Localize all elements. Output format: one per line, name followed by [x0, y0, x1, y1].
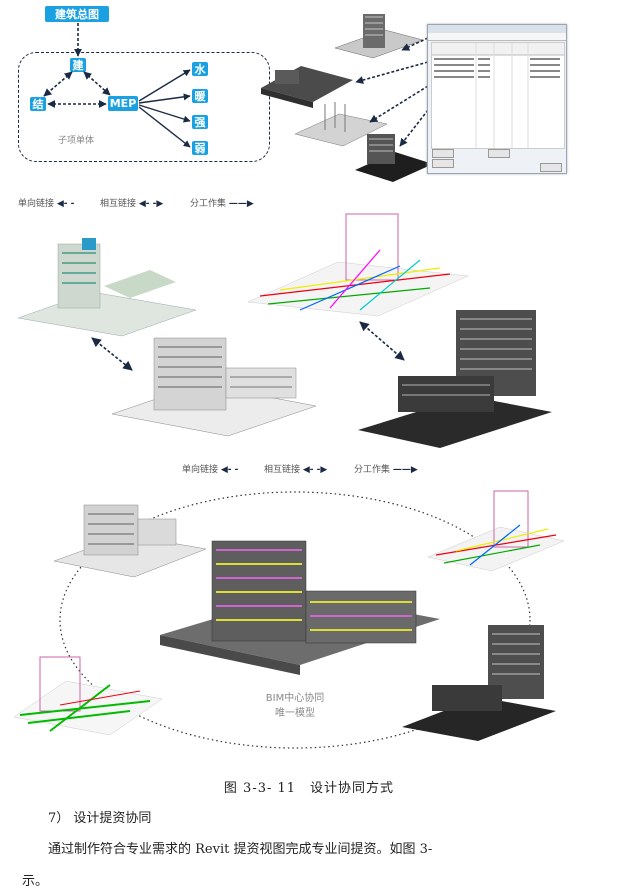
node-architecture: 建 — [70, 58, 86, 72]
body-paragraph: 通过制作符合专业需求的 Revit 提资视图完成专业间提资。如图 3- — [48, 842, 433, 857]
node-building-general-plan: 建筑总图 — [45, 6, 109, 22]
dialog-title-bar — [428, 25, 566, 33]
legend-2-division: 分工作集 ——▶ — [354, 465, 418, 475]
figure-caption: 图 3-3- 11 设计协同方式 — [223, 781, 395, 796]
dialog-tabs — [428, 33, 566, 41]
bim-center-label: BIM中心协同 唯一模型 — [240, 689, 350, 719]
middle-models — [17, 213, 552, 448]
dialog-table-grid — [432, 43, 564, 148]
dialog-ok-button[interactable] — [540, 163, 562, 172]
dialog-table — [431, 42, 565, 149]
legend-division: 分工作集 ——▶ — [190, 199, 254, 209]
legend-mutual: 相互链接 ◀- -▶ — [100, 199, 164, 209]
link-manager-dialog — [427, 24, 567, 174]
legend-one-way: 单向链接 ◀- - — [18, 199, 75, 209]
top-right-models — [261, 14, 433, 182]
legend-2-one-way: 单向链接 ◀- - — [182, 465, 239, 475]
node-water: 水 — [192, 62, 208, 76]
node-weak-current: 弱 — [192, 141, 208, 155]
sub-project-box — [18, 52, 270, 162]
dashed-arrow-icon: ◀- - — [220, 465, 239, 475]
section-heading: 7） 设计提资协同 — [48, 811, 152, 826]
double-dashed-arrow-icon: ◀- -▶ — [138, 199, 164, 209]
bottom-models — [13, 490, 565, 749]
double-dashed-arrow-icon: ◀- -▶ — [302, 465, 328, 475]
dialog-button-c[interactable] — [432, 159, 454, 168]
sub-project-label: 子项单体 — [58, 136, 95, 146]
node-hvac: 暖 — [192, 89, 208, 103]
dialog-button-a[interactable] — [432, 149, 454, 158]
node-structure: 结 — [30, 97, 46, 111]
node-mep: MEP — [108, 96, 138, 111]
node-strong-current: 强 — [192, 115, 208, 129]
dialog-button-b[interactable] — [488, 149, 510, 158]
window-link-arrows — [355, 37, 429, 147]
body-paragraph-tail: 示。 — [22, 874, 49, 889]
legend-2-mutual: 相互链接 ◀- -▶ — [264, 465, 328, 475]
solid-arrow-icon: ——▶ — [392, 465, 418, 475]
bim-center-line1: BIM中心协同 — [265, 693, 325, 704]
solid-arrow-icon: ——▶ — [228, 199, 254, 209]
dashed-arrow-icon: ◀- - — [56, 199, 75, 209]
bim-center-line2: 唯一模型 — [275, 708, 315, 719]
diagram-arrows — [43, 23, 191, 148]
